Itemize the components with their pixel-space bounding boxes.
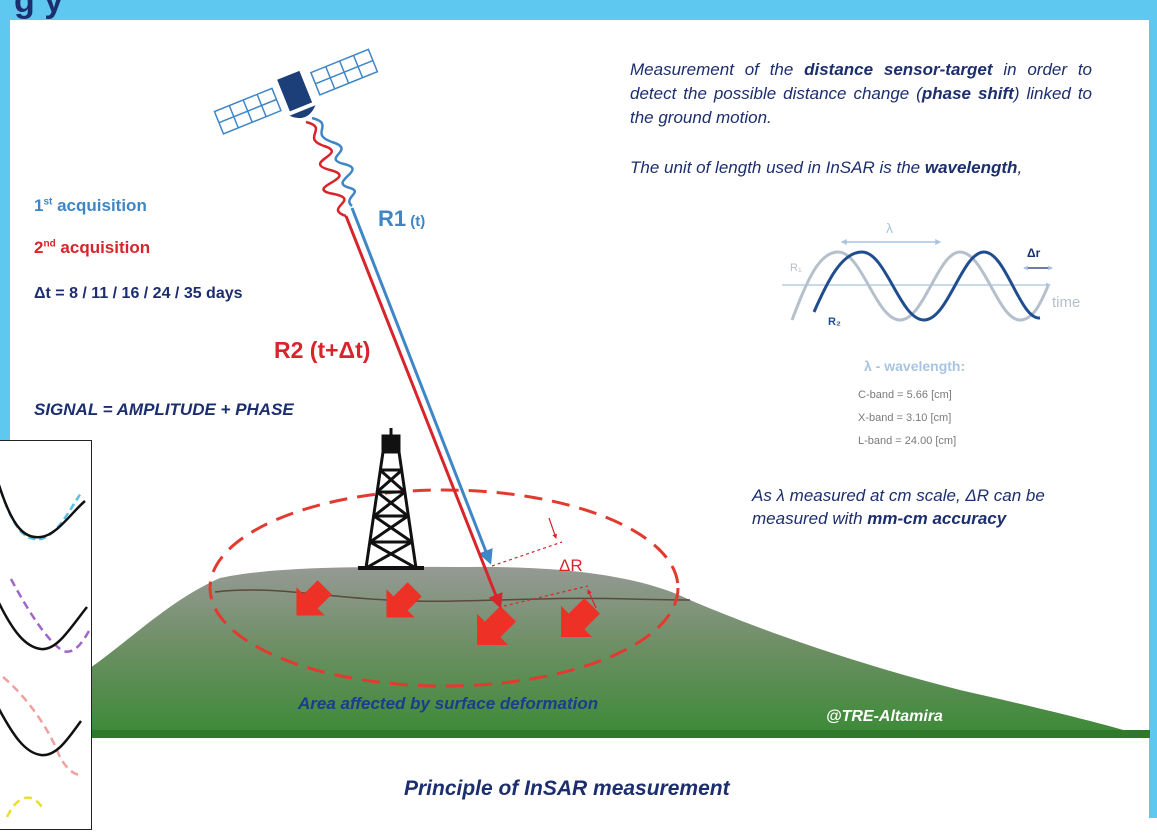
insar-diagram bbox=[90, 48, 1150, 738]
ray-r2 bbox=[344, 215, 503, 609]
delta-r-arrow-bottom bbox=[587, 589, 597, 609]
deformation-arrow bbox=[386, 582, 422, 618]
figure-caption: Principle of InSAR measurement bbox=[404, 777, 730, 800]
delta-r-line-bottom bbox=[503, 585, 589, 607]
ray-r1-label: R1 (t) bbox=[378, 206, 426, 231]
signal-equation: SIGNAL = AMPLITUDE + PHASE bbox=[34, 400, 294, 419]
tower bbox=[358, 428, 424, 570]
x-band-value: X-band = 3.10 [cm] bbox=[858, 412, 952, 424]
ground-base bbox=[90, 730, 1150, 738]
deformation-area-ellipse bbox=[208, 488, 680, 688]
delta-r-line-top bbox=[491, 541, 563, 567]
deformation-arrow bbox=[561, 598, 600, 637]
inset-curve-black bbox=[0, 484, 86, 539]
r1-wave-label: R₁ bbox=[790, 262, 802, 274]
satellite bbox=[213, 48, 379, 135]
wave-r2 bbox=[812, 250, 1041, 322]
description-paragraph-2: The unit of length used in InSAR is the … bbox=[630, 158, 1023, 177]
time-axis-label: time bbox=[1052, 294, 1081, 311]
l-band-value: L-band = 24.00 [cm] bbox=[858, 435, 957, 447]
delta-t-label: Δt = 8 / 11 / 16 / 24 / 35 days bbox=[34, 285, 243, 302]
r2-wave-label: R₂ bbox=[828, 316, 841, 328]
inset-curves bbox=[0, 484, 91, 818]
cropped-slide-title: g y bbox=[14, 0, 64, 20]
first-acquisition-label: 1st acquisition bbox=[34, 196, 147, 215]
inset-curve-dashed-yellow bbox=[5, 796, 45, 818]
description-paragraph-1: Measurement of the distance sensor-targe… bbox=[630, 60, 1093, 127]
wave-r1 bbox=[790, 250, 1050, 322]
wave-red bbox=[305, 120, 347, 218]
left-frame-border bbox=[0, 0, 10, 440]
right-frame-border bbox=[1149, 0, 1157, 818]
inset-curve-dashed-blue bbox=[0, 490, 83, 541]
credit-label: @TRE-Altamira bbox=[826, 708, 943, 725]
accuracy-note: As λ measured at cm scale, ΔR can be mea… bbox=[752, 486, 1045, 528]
delta-r-arrow-top bbox=[548, 517, 557, 539]
second-acquisition-label: 2nd acquisition bbox=[34, 238, 151, 257]
small-delta-r-label: Δr bbox=[1027, 246, 1041, 260]
top-frame-border bbox=[0, 0, 1157, 20]
inset-curve-dashed-purple bbox=[9, 578, 91, 653]
c-band-value: C-band = 5.66 [cm] bbox=[858, 389, 952, 401]
deformation-arrows bbox=[296, 580, 600, 645]
inset-panel bbox=[0, 440, 92, 830]
ray-r2-label: R2 (t+Δt) bbox=[274, 337, 371, 363]
inset-curve-dashed-pink bbox=[2, 676, 82, 777]
wave-diagram bbox=[782, 239, 1053, 322]
lambda-label: λ bbox=[886, 220, 893, 236]
wave-blue bbox=[311, 116, 357, 207]
deformation-arrow bbox=[477, 606, 516, 645]
ray-r1 bbox=[350, 207, 493, 565]
deformation-arrow bbox=[296, 580, 332, 616]
delta-R-label: ΔR bbox=[559, 556, 583, 575]
deformed-surface-line bbox=[214, 589, 691, 603]
deformation-area-label: Area affected by surface deformation bbox=[298, 694, 599, 713]
inset-curve-black bbox=[0, 708, 83, 757]
wavelength-title: λ - wavelength: bbox=[864, 358, 966, 374]
inset-curve-black bbox=[0, 602, 88, 651]
